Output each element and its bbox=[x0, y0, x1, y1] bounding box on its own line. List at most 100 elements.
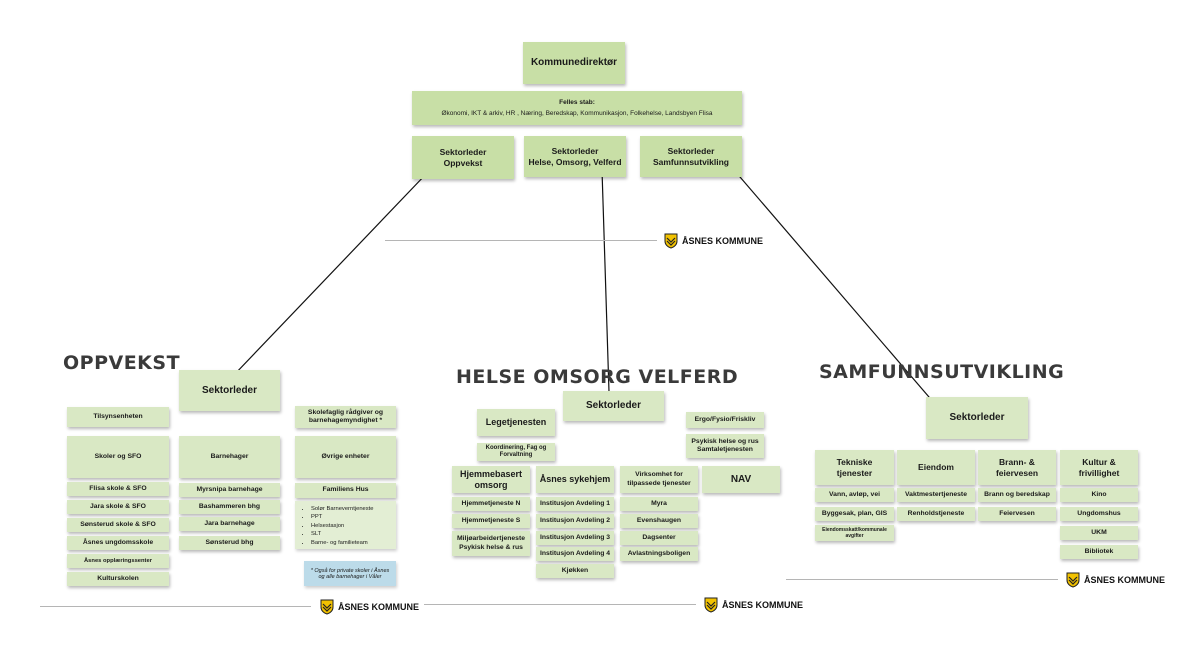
skoler-item: Åsnes opplæringssenter bbox=[67, 554, 169, 568]
helse-leader-label: Sektorleder bbox=[585, 400, 642, 411]
nav-box: NAV bbox=[702, 466, 780, 493]
sector-helse-l2: Helse, Omsorg, Velferd bbox=[528, 156, 622, 167]
eiendom-label: Eiendom bbox=[918, 462, 954, 473]
skoler-label: Skoler og SFO bbox=[94, 452, 142, 460]
footnote-box: * Også for private skoler i Åsnes og all… bbox=[304, 561, 396, 586]
sykehjem-label: Åsnes sykehjem bbox=[539, 474, 611, 485]
hjemme-item: Hjemmetjeneste S bbox=[452, 514, 530, 528]
barnehage-item: Sønsterud bhg bbox=[179, 536, 280, 550]
helse-heading: HELSE OMSORG VELFERD bbox=[456, 366, 739, 388]
oppvekst-leader-label: Sektorleder bbox=[201, 384, 258, 396]
staff-list: Økonomi, IKT & arkiv, HR , Næring, Bered… bbox=[441, 109, 713, 117]
skoler-box: Skoler og SFO bbox=[67, 436, 169, 478]
logo-text: ÅSNES KOMMUNE bbox=[1084, 575, 1166, 585]
shield-logo-icon bbox=[664, 233, 678, 249]
sector-helse-box: Sektorleder Helse, Omsorg, Velferd bbox=[524, 136, 626, 177]
skoler-item-label: Kulturskolen bbox=[97, 574, 139, 582]
virksomhet-item-label: Myra bbox=[651, 499, 667, 507]
sykehjem-item-label: Institusjon Avdeling 1 bbox=[539, 499, 611, 507]
kultur-item-label: Bibliotek bbox=[1084, 547, 1114, 555]
tekniske-label: Tekniske tjenester bbox=[836, 457, 873, 478]
sector-oppvekst-l1: Sektorleder bbox=[439, 147, 487, 158]
ergo-label: Ergo/Fysio/Friskliv bbox=[694, 415, 756, 423]
kultur-item: UKM bbox=[1060, 526, 1138, 540]
familiens-hus-list: Solør Barneverntjeneste PPT Helsestasjon… bbox=[295, 501, 396, 549]
kultur-item-label: UKM bbox=[1091, 528, 1107, 536]
lege-box: Legetjenesten bbox=[477, 409, 555, 436]
tekniske-item: Byggesak, plan, GIS bbox=[815, 507, 894, 521]
virksomhet-item: Avlastningsboligen bbox=[620, 547, 698, 561]
tekniske-item-label: Eiendomsskatt/kommunale avgifter bbox=[822, 527, 887, 539]
shield-logo-icon bbox=[320, 599, 334, 615]
barnehage-item-label: Myrsnipa barnehage bbox=[196, 485, 263, 493]
familiens-list-item: PPT bbox=[311, 513, 392, 521]
sykehjem-item-label: Kjøkken bbox=[561, 566, 589, 574]
lege-label: Legetjenesten bbox=[485, 417, 547, 428]
kultur-box: Kultur & frivillighet bbox=[1060, 450, 1138, 485]
samfunn-leader: Sektorleder bbox=[926, 397, 1028, 439]
tekniske-item: Eiendomsskatt/kommunale avgifter bbox=[815, 525, 894, 541]
sector-helse-l1: Sektorleder bbox=[551, 146, 599, 157]
familiens-list-item: Helsestasjon bbox=[311, 522, 392, 530]
sector-oppvekst-box: Sektorleder Oppvekst bbox=[412, 136, 514, 179]
logo-text: ÅSNES KOMMUNE bbox=[338, 602, 420, 612]
barnehage-item-label: Jara barnehage bbox=[204, 519, 255, 527]
skoler-item: Kulturskolen bbox=[67, 572, 169, 586]
barnehage-item-label: Sønsterud bhg bbox=[205, 538, 254, 546]
virksomhet-item-label: Avlastningsboligen bbox=[627, 549, 691, 557]
eiendom-item: Renholdstjeneste bbox=[897, 507, 975, 521]
connector-oppvekst bbox=[232, 171, 429, 377]
virksomhet-item: Myra bbox=[620, 497, 698, 511]
skoler-item-label: Åsnes opplæringssenter bbox=[84, 557, 152, 564]
sykehjem-item-label: Institusjon Avdeling 2 bbox=[539, 516, 611, 524]
kultur-item-label: Ungdomshus bbox=[1077, 509, 1121, 517]
connector-helse bbox=[601, 169, 610, 393]
skoler-item: Flisa skole & SFO bbox=[67, 482, 169, 496]
director-label: Kommunedirektør bbox=[530, 57, 618, 68]
tekniske-item-label: Byggesak, plan, GIS bbox=[821, 509, 888, 517]
barnehager-label: Barnehager bbox=[210, 452, 249, 460]
barnehager-box: Barnehager bbox=[179, 436, 280, 478]
tilsyn-box: Tilsynsenheten bbox=[67, 407, 169, 427]
virksomhet-item: Evenshaugen bbox=[620, 514, 698, 528]
eiendom-item-label: Vaktmestertjeneste bbox=[905, 490, 967, 498]
virksomhet-item-label: Evenshaugen bbox=[636, 516, 682, 524]
skoler-item: Sønsterud skole & SFO bbox=[67, 518, 169, 532]
hjemme-box: Hjemmebasert omsorg bbox=[452, 466, 530, 493]
familiens-hus-label: Familiens Hus bbox=[322, 486, 369, 494]
hjemme-label: Hjemmebasert omsorg bbox=[459, 468, 523, 490]
shield-logo-icon bbox=[704, 597, 718, 613]
skoler-item-label: Flisa skole & SFO bbox=[89, 484, 147, 492]
kultur-label: Kultur & frivillighet bbox=[1078, 457, 1120, 478]
barnehage-item: Bashammeren bhg bbox=[179, 500, 280, 514]
ovrige-label: Øvrige enheter bbox=[321, 452, 370, 460]
sector-samfunn-l2: Samfunnsutvikling bbox=[652, 156, 730, 167]
sykehjem-item-label: Institusjon Avdeling 3 bbox=[539, 533, 611, 541]
hjemme-item-label: Hjemmetjeneste N bbox=[461, 499, 521, 507]
divider-bottom-left bbox=[40, 606, 311, 607]
logo-bottom-right: ÅSNES KOMMUNE bbox=[1066, 572, 1165, 588]
ovrige-box: Øvrige enheter bbox=[295, 436, 396, 478]
brann-box: Brann- & feiervesen bbox=[978, 450, 1056, 485]
divider-bottom-middle bbox=[424, 604, 696, 605]
ergo-box: Ergo/Fysio/Friskliv bbox=[686, 412, 764, 428]
familiens-list-item: SLT bbox=[311, 530, 392, 538]
tekniske-item-label: Vann, avløp, vei bbox=[829, 490, 880, 498]
brann-item: Feiervesen bbox=[978, 507, 1056, 521]
familiens-hus-box: Familiens Hus bbox=[295, 483, 396, 498]
logo-top: ÅSNES KOMMUNE bbox=[664, 233, 763, 249]
skoler-item-label: Jara skole & SFO bbox=[90, 502, 146, 510]
koord-label: Koordinering, Fag og Forvaltning bbox=[485, 444, 547, 458]
skoler-item: Åsnes ungdomsskole bbox=[67, 536, 169, 550]
barnehage-item-label: Bashammeren bhg bbox=[198, 502, 261, 510]
sykehjem-item: Institusjon Avdeling 4 bbox=[536, 547, 614, 561]
staff-title: Felles stab: bbox=[559, 98, 595, 106]
eiendom-item-label: Renholdstjeneste bbox=[907, 509, 965, 517]
skoler-item-label: Åsnes ungdomsskole bbox=[82, 538, 154, 546]
brann-item-label: Brann og beredskap bbox=[984, 490, 1050, 498]
kultur-item-label: Kino bbox=[1091, 490, 1107, 498]
hjemme-item-label: Miljøarbeidertjeneste Psykisk helse & ru… bbox=[457, 535, 525, 551]
sector-samfunn-l1: Sektorleder bbox=[667, 146, 715, 157]
psykisk-label: Psykisk helse og rus Samtaletjenesten bbox=[691, 437, 759, 453]
